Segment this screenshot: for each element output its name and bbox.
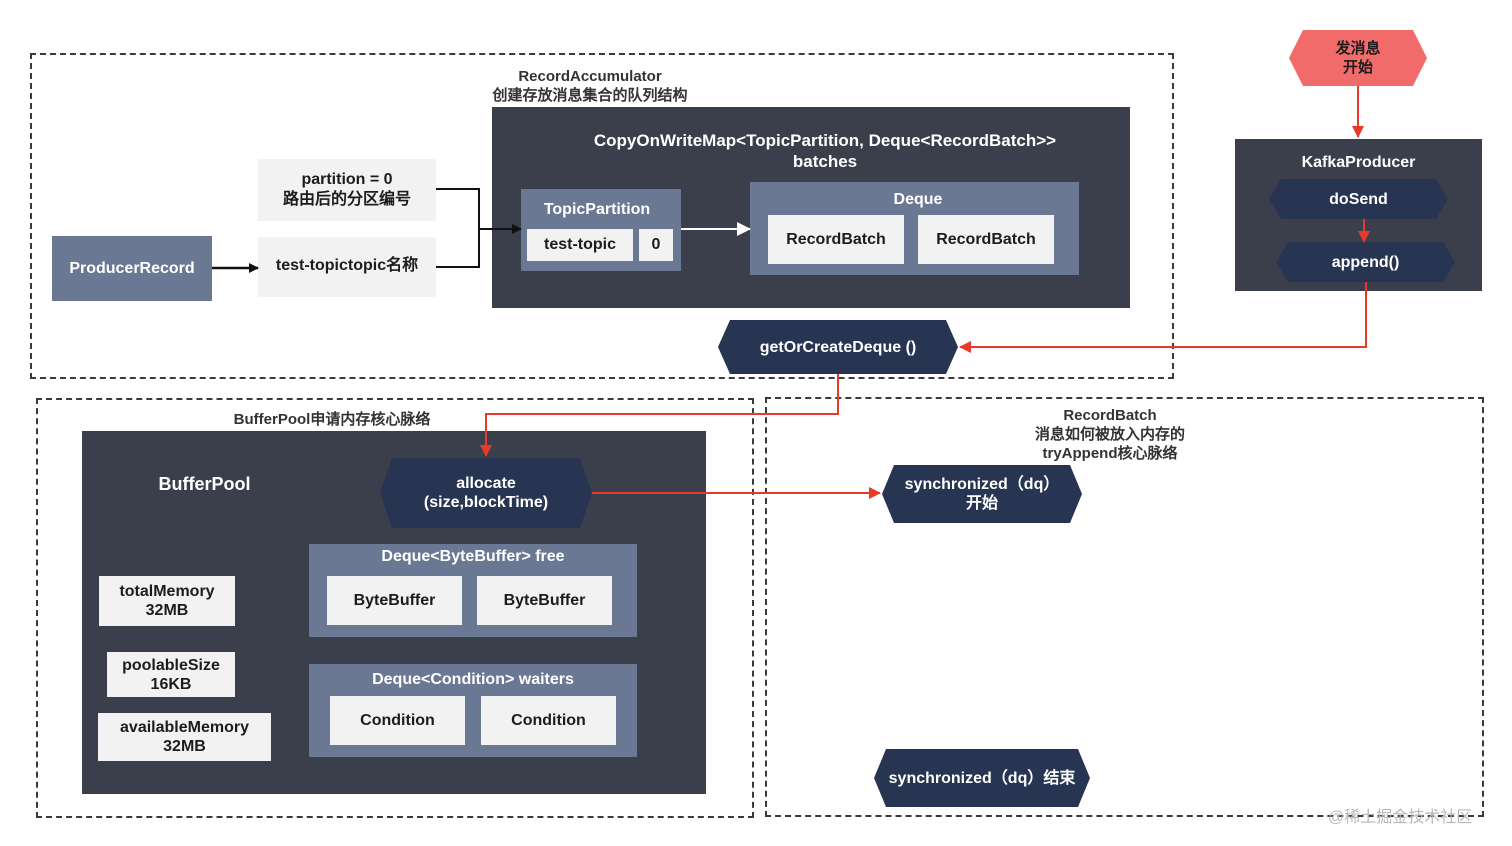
partition-label: partition = 0 [301, 171, 393, 188]
bufferpool-caption: BufferPool申请内存核心脉络 [233, 411, 431, 428]
get-or-create-deque-node: getOrCreateDeque () [718, 320, 958, 374]
append-node: append() [1276, 242, 1455, 282]
producer-record-label: ProducerRecord [69, 259, 195, 277]
sync-end-node: synchronized（dq）结束 [874, 749, 1090, 807]
partition-sub: 路由后的分区编号 [282, 191, 411, 208]
recordbatch-caption-line2: 消息如何被放入内存的 [1034, 426, 1185, 443]
record-batch-box: RecordBatch [768, 215, 904, 264]
bufferpool-region [36, 398, 754, 818]
available-memory-box: availableMemory 32MB [98, 713, 271, 761]
record-batch-box: RecordBatch [918, 215, 1054, 264]
allocate-line1: allocate [456, 475, 516, 492]
map-title: CopyOnWriteMap<TopicPartition, Deque<Rec… [593, 131, 1057, 150]
topic-partition-panel: TopicPartition test-topic 0 [521, 189, 681, 271]
recordbatch-region [765, 397, 1484, 817]
topic-partition-title: TopicPartition [543, 201, 651, 218]
byte-buffer-label: ByteBuffer [503, 591, 586, 609]
sync-start-node: synchronized（dq） 开始 [882, 465, 1082, 523]
accumulator-title: RecordAccumulator [518, 68, 662, 85]
record-batch-label: RecordBatch [786, 230, 886, 248]
partition-value: 0 [651, 236, 661, 253]
waiters-deque-title: Deque<Condition> waiters [372, 671, 574, 688]
topic-box: test-topictopic名称 [258, 237, 436, 297]
watermark: @稀土掘金技术社区 [1328, 809, 1473, 826]
byte-buffer-box: ByteBuffer [327, 576, 462, 625]
total-memory-label: totalMemory [119, 583, 215, 600]
deque-panel: Deque RecordBatch RecordBatch [750, 182, 1079, 275]
kafka-producer-title: KafkaProducer [1301, 154, 1416, 171]
available-memory-value: 32MB [163, 738, 206, 755]
sync-end-label: synchronized（dq）结束 [888, 769, 1076, 787]
free-deque-title: Deque<ByteBuffer> free [381, 548, 565, 565]
sync-start-line1: synchronized（dq） [904, 476, 1060, 493]
condition-box: Condition [481, 696, 616, 745]
total-memory-box: totalMemory 32MB [99, 576, 235, 626]
start-line2: 开始 [1342, 59, 1373, 76]
bufferpool-title: BufferPool [158, 474, 251, 494]
condition-box: Condition [330, 696, 465, 745]
get-or-create-deque-label: getOrCreateDeque () [759, 338, 917, 356]
recordbatch-caption-line3: tryAppend核心脉络 [1042, 445, 1178, 462]
accumulator-caption: RecordAccumulator 创建存放消息集合的队列结构 [440, 67, 740, 105]
allocate-line2: (size,blockTime) [423, 494, 549, 511]
record-batch-label: RecordBatch [936, 230, 1036, 248]
start-line1: 发消息 [1335, 40, 1381, 57]
total-memory-value: 32MB [145, 602, 189, 619]
free-deque-panel: Deque<ByteBuffer> free ByteBuffer ByteBu… [309, 544, 637, 637]
poolable-size-label: poolableSize [122, 656, 220, 674]
allocate-node: allocate (size,blockTime) [380, 458, 592, 528]
poolable-size-value: 16KB [150, 675, 192, 693]
recordbatch-caption-line1: RecordBatch [1063, 407, 1157, 424]
byte-buffer-box: ByteBuffer [477, 576, 612, 625]
start-node: 发消息 开始 [1289, 30, 1427, 86]
topic-value-box: test-topic [527, 229, 633, 261]
poolable-size-box: poolableSize 16KB [107, 652, 235, 697]
append-label: append() [1331, 253, 1400, 271]
partition-value-box: 0 [639, 229, 673, 261]
producer-record-box: ProducerRecord [52, 236, 212, 301]
byte-buffer-label: ByteBuffer [353, 591, 436, 609]
condition-label: Condition [360, 711, 435, 729]
sync-start-line2: 开始 [965, 495, 998, 512]
accumulator-subtitle: 创建存放消息集合的队列结构 [492, 87, 688, 104]
waiters-deque-panel: Deque<Condition> waiters Condition Condi… [309, 664, 637, 757]
do-send-node: doSend [1269, 179, 1448, 219]
partition-box: partition = 0 路由后的分区编号 [258, 159, 436, 221]
recordbatch-caption: RecordBatch 消息如何被放入内存的 tryAppend核心脉络 [960, 406, 1260, 463]
deque-title: Deque [893, 191, 943, 208]
topic-label: test-topictopic名称 [275, 257, 419, 274]
available-memory-label: availableMemory [120, 719, 249, 736]
topic-value: test-topic [544, 236, 616, 253]
condition-label: Condition [511, 711, 586, 729]
do-send-label: doSend [1329, 190, 1388, 208]
map-sub: batches [792, 152, 858, 171]
